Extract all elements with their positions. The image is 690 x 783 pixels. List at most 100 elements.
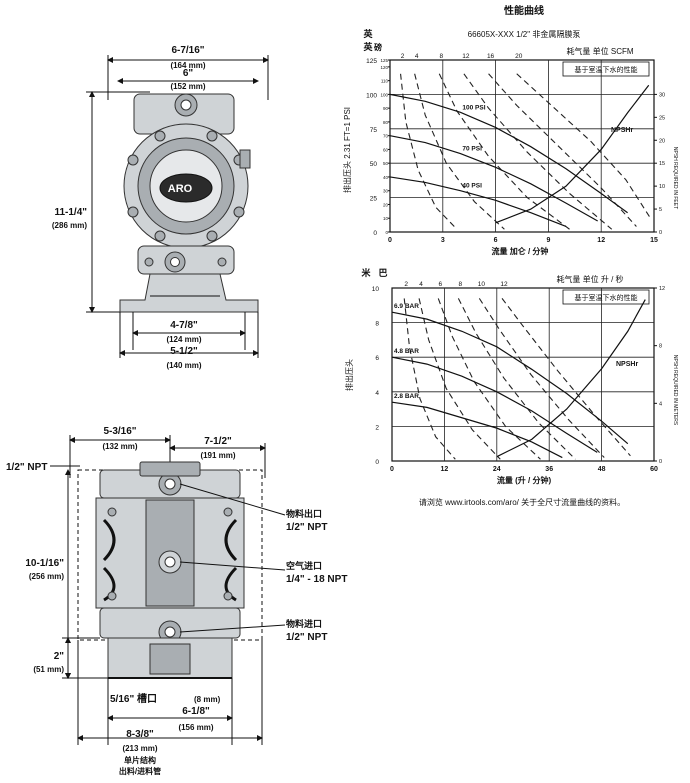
c2-npsh-label: NPSHr [616,361,638,368]
c1-air-tick: 12 [462,53,470,60]
side-view: 5-3/16" (132 mm) 7-1/2" (191 mm) 1/2" NP… [6,426,347,776]
c1-series-line [389,135,598,222]
c2-air-curve [403,298,456,460]
c2-right-tick: 4 [659,401,662,407]
c1-x-tick: 0 [388,237,392,244]
c2-ylabel: 排出压头 [344,359,354,391]
c2-air-tick: 12 [500,281,508,288]
c1-x-tick: 15 [650,237,658,244]
c2-air-tick: 4 [419,281,423,288]
c2-x-tick: 12 [441,466,449,473]
c2-air-tick: 6 [438,281,442,288]
c1-air-curve [400,73,458,230]
slot-label: 5/16" 槽口 [110,692,157,705]
c2-right-tick: 12 [659,286,665,292]
c1-x-tick: 12 [597,237,605,244]
air-inlet-size: 1/4" - 18 NPT [286,574,347,585]
front-dim-width-total-mm: (164 mm) [170,61,205,70]
c2-unit-top: 米 [360,267,371,278]
side-dim-top-left-mm: (132 mm) [102,442,137,451]
c1-y-tick: 25 [370,196,378,203]
front-dim-base-inner: 4-7/8" [170,320,198,331]
front-dim-width-inner: 6" [183,68,194,79]
side-dim-base-w-mm: (156 mm) [178,723,213,732]
inlet-size: 1/2" NPT [286,632,327,643]
c1-air-label: 耗气量 单位 SCFM [566,46,633,56]
c2-air-curve [478,298,605,458]
c1-y-tick: 50 [370,161,378,168]
c1-psi-tick: 0 [385,230,388,235]
c1-psi-tick: 80 [383,120,389,125]
c1-air-tick: 16 [487,53,495,60]
c1-series-label: 100 PSI [462,104,485,111]
air-inlet-label: 空气进口 [286,560,322,571]
side-dim-height: 10-1/16" [25,558,64,569]
c1-series-label: 70 PSI [462,146,482,153]
c2-air-curve [418,298,501,460]
c1-psi-tick: 60 [383,147,389,152]
c1-air-tick: 2 [401,53,405,60]
c1-npsh-label: NPSHr [611,127,633,134]
c1-right-tick: 30 [659,92,665,98]
c1-note: 基于室温下水的性能 [575,65,638,74]
front-dim-base-outer: 5-1/2" [170,346,198,357]
side-dim-total-w-mm: (213 mm) [122,744,157,753]
c1-right-tick: 25 [659,115,665,121]
front-dim-width-total: 6-7/16" [171,45,204,56]
c1-psi-tick: 70 [383,134,389,139]
c1-series-line [389,93,628,214]
front-dim-base-inner-mm: (124 mm) [166,335,201,344]
chart-title: 性能曲线 [503,4,544,17]
c2-right-tick: 8 [659,344,662,350]
c2-npsh-curve [496,299,646,458]
c1-right-tick: 5 [659,207,662,213]
c1-psi-tick: 20 [383,202,389,207]
c1-ylabel: 排出压头 2.31 FT=1 PSI [342,107,352,193]
c2-xlabel: 流量 (升 / 分钟) [497,475,552,485]
front-dim-height-mm: (286 mm) [52,221,87,230]
c2-air-curve [501,298,631,457]
front-view: 6-7/16" (164 mm) 6" (152 mm) 11-1/4" (28… [52,45,269,370]
side-dim-top-right-mm: (191 mm) [200,451,235,460]
c2-right-axis-label: NPSH REQUIRED IN METERS [672,355,678,426]
c1-y-tick: 100 [366,92,377,99]
front-dim-width-inner-mm: (152 mm) [170,82,205,91]
c1-npsh-curve [495,84,650,224]
c1-psi-tick: 50 [383,161,389,166]
c1-right-tick: 20 [659,138,665,144]
c1-unit-top: 英 [362,28,373,39]
c2-series-label: 4.8 BAR [394,348,419,355]
c1-right-tick: 10 [659,184,665,190]
c1-x-tick: 6 [494,237,498,244]
c1-right-tick: 15 [659,161,665,167]
aro-logo: ARO [168,183,193,195]
c2-series-label: 6.9 BAR [394,303,419,310]
c1-air-tick: 8 [439,53,443,60]
footer-note: 请浏览 www.irtools.com/aro/ 关于全尺寸流量曲线的资料。 [419,497,625,507]
side-note-line2: 出料/进料管 [119,766,161,776]
outlet-label: 物料出口 [286,508,322,519]
c1-xlabel: 流量 加仑 / 分钟 [492,246,549,256]
side-dim-top-right: 7-1/2" [204,436,232,447]
c2-y-tick: 6 [375,355,379,362]
c1-plot-frame [389,59,655,233]
c2-unit-bar: 巴 [378,268,387,278]
slot-mm: (8 mm) [194,695,221,704]
c1-series-line [389,176,567,228]
c2-series-label: 2.8 BAR [394,393,419,400]
c2-air-tick: 2 [404,281,408,288]
c1-right-axis-label: NPSH REQUIRED IN FEET [672,147,678,209]
c1-air-curve [488,73,637,227]
c1-series-label: 40 PSI [462,183,482,190]
side-dim-base-h: 2" [54,651,65,662]
c2-y-tick: 4 [375,390,379,397]
c2-x-tick: 0 [390,466,394,473]
c2-y-tick: 10 [372,286,380,293]
side-npt-left: 1/2" NPT [6,462,47,473]
side-dim-total-w: 8-3/8" [126,729,154,740]
c1-y-tick: 0 [373,230,377,237]
c1-psi-tick: 110 [381,79,389,84]
inlet-label: 物料进口 [286,618,322,629]
c1-x-tick: 3 [441,237,445,244]
c1-air-curve [463,73,613,230]
